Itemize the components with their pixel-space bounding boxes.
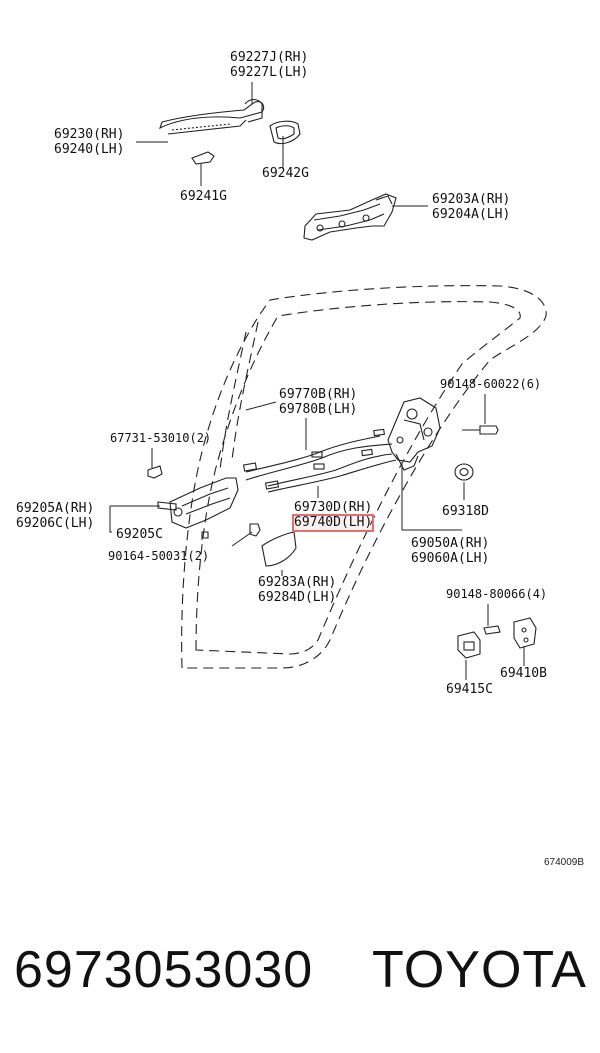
- footer-part-number: 6973053030: [14, 941, 314, 999]
- label-69050a-rh: 69050A(RH): [411, 536, 490, 551]
- label-69283a-rh: 69283A(RH): [258, 575, 337, 590]
- outside-handle-drawing: [159, 98, 265, 135]
- label-69740d-lh-highlighted: 69740D(LH): [291, 514, 375, 532]
- label-69204a-lh: 69204A(LH): [432, 207, 511, 222]
- handle-cover-drawing: [261, 531, 297, 567]
- label-69060a-lh: 69060A(LH): [411, 551, 490, 566]
- label-69730d-rh: 69730D(RH): [294, 500, 373, 515]
- footer-brand: TOYOTA: [372, 941, 587, 999]
- door-lock-drawing: [387, 397, 441, 471]
- label-69203a-rh: 69203A(RH): [432, 192, 511, 207]
- handle-frame-drawing: [303, 193, 397, 241]
- label-69242g: 69242G: [262, 166, 309, 181]
- label-69205c: 69205C: [116, 527, 163, 542]
- label-69410b: 69410B: [500, 666, 547, 681]
- label-90148-60022: 90148-60022(6): [440, 377, 542, 391]
- screw-drawing: [201, 523, 261, 539]
- figure-reference: 674009B: [544, 857, 585, 868]
- label-69227-rh: 69227J(RH): [230, 50, 309, 65]
- label-69240-lh: 69240(LH): [54, 142, 125, 157]
- label-69205a-rh: 69205A(RH): [16, 501, 95, 516]
- label-69230-rh: 69230(RH): [54, 127, 125, 142]
- lock-bolt-drawing: [462, 425, 499, 435]
- label-69780b-lh: 69780B(LH): [279, 402, 358, 417]
- label-69770b-rh: 69770B(RH): [279, 387, 358, 402]
- leader-lines: [109, 82, 525, 680]
- clip-drawing: [147, 465, 163, 479]
- door-outline: [181, 285, 547, 669]
- label-90164-50031: 90164-50031(2): [108, 549, 210, 563]
- label-69284d-lh: 69284D(LH): [258, 590, 337, 605]
- label-69206c-lh: 69206C(LH): [16, 516, 95, 531]
- label-67731-53010: 67731-53010(2): [110, 431, 212, 445]
- label-69241g: 69241G: [180, 189, 227, 204]
- inside-handle-drawing: [157, 477, 239, 529]
- label-90148-80066: 90148-80066(4): [446, 587, 548, 601]
- striker-drawing: [457, 617, 537, 659]
- label-69227-lh: 69227L(LH): [230, 65, 309, 80]
- handle-cap-drawing: [191, 151, 215, 165]
- label-69318d: 69318D: [442, 504, 489, 519]
- lock-cables: [242, 428, 397, 493]
- handle-gasket-drawing: [269, 120, 301, 145]
- label-69415c: 69415C: [446, 682, 493, 697]
- grommet-drawing: [454, 463, 474, 481]
